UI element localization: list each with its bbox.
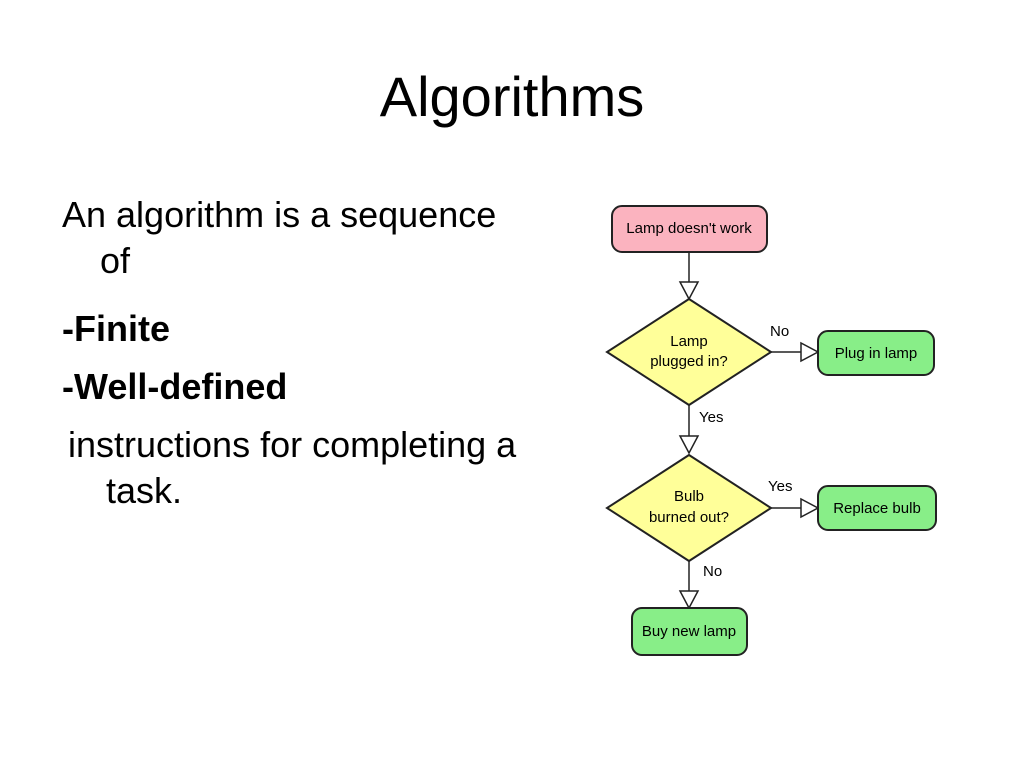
decision2-label-line1: Bulb <box>674 488 704 505</box>
intro-text: An algorithm is a sequence of <box>62 194 497 281</box>
decision2-label-line2: burned out? <box>649 509 729 526</box>
outro-text: instructions for completing a task. <box>68 424 517 511</box>
decision2-no-label: No <box>703 563 722 580</box>
body-text: An algorithm is a sequence of -Finite -W… <box>62 192 532 526</box>
slide-title: Algorithms <box>379 65 645 128</box>
decision-node-plugged-in <box>605 297 773 407</box>
decision-node-bulb <box>605 453 773 563</box>
point-well-defined: -Well-defined <box>62 366 288 407</box>
start-node <box>611 205 768 253</box>
decision1-no-label: No <box>770 323 789 340</box>
decision1-label-line2: plugged in? <box>650 353 728 370</box>
action-node-plug-in <box>817 330 935 376</box>
end-node <box>631 607 748 656</box>
action2-label: Replace bulb <box>833 500 921 517</box>
arrowhead-decision1-decision2 <box>678 435 700 455</box>
arrowhead-decision2-action2 <box>800 497 820 519</box>
point-finite: -Finite <box>62 308 170 349</box>
action1-label: Plug in lamp <box>835 345 918 362</box>
decision2-yes-label: Yes <box>768 478 792 495</box>
start-label: Lamp doesn't work <box>626 220 752 237</box>
arrowhead-decision2-end <box>678 590 700 610</box>
decision1-yes-label: Yes <box>699 409 723 426</box>
decision1-label-line1: Lamp <box>670 333 708 350</box>
arrowhead-decision1-action1 <box>800 341 820 363</box>
action-node-replace-bulb <box>817 485 937 531</box>
end-label: Buy new lamp <box>642 623 736 640</box>
arrowhead-start-decision1 <box>678 281 700 301</box>
